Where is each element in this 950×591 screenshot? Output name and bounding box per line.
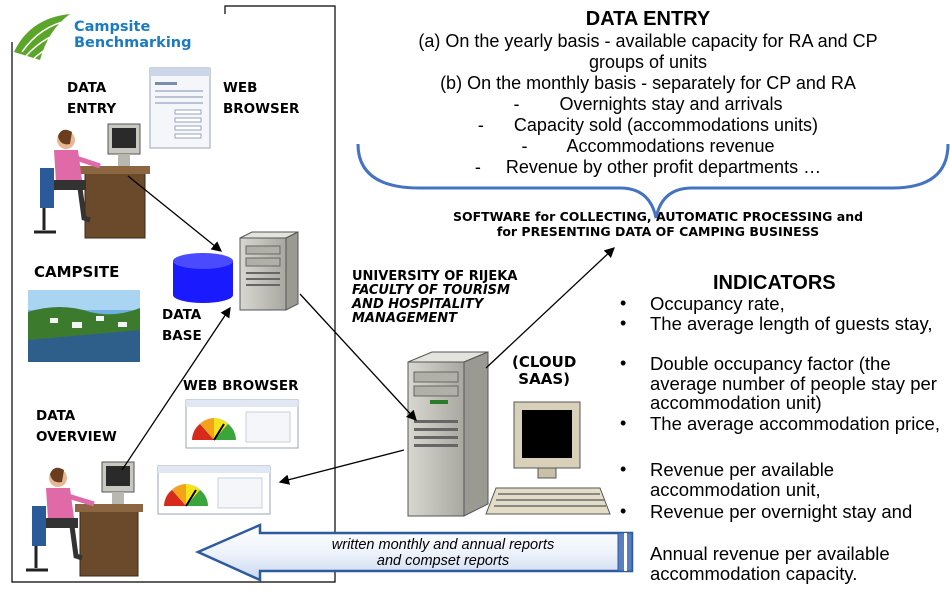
person-at-desk-icon-bottom (26, 461, 143, 577)
web-browser-label-bottom: WEB BROWSER (183, 378, 299, 394)
dashboard-gauge-thumbnail-2 (157, 465, 271, 515)
indicator-item: Annual revenue per available accommodati… (650, 543, 890, 584)
data-entry-line: - Capacity sold (accommodations units) (477, 115, 819, 135)
data-entry-title: DATA ENTRY (585, 8, 711, 30)
indicators-title: INDICATORS (713, 272, 836, 294)
data-entry-block: DATA ENTRY (a) On the yearly basis - ava… (346, 8, 950, 178)
bullet-icon: • (620, 413, 627, 433)
reports-caption: written monthly and annual reports and c… (331, 537, 555, 569)
data-entry-line: - Revenue by other profit departments … (474, 157, 822, 177)
computer-monitor-icon (485, 401, 611, 515)
indicator-item: The average accommodation price, (650, 413, 940, 434)
indicator-item: Occupancy rate, (650, 293, 785, 314)
server-icon-large (407, 351, 489, 517)
logo-line-1: Campsite (74, 19, 151, 35)
left-panel-frame (11, 5, 336, 583)
data-entry-line: - Overnights stay and arrivals (513, 94, 783, 114)
reports-arrow (194, 523, 634, 582)
data-entry-line: (a) On the yearly basis - available capa… (418, 31, 878, 51)
bullet-icon: • (620, 459, 627, 479)
bullet-icon: • (620, 501, 627, 521)
data-entry-line: groups of units (588, 52, 708, 72)
flow-arrows (121, 175, 615, 485)
server-icon-small (239, 231, 299, 311)
logo-line-2: Benchmarking (74, 35, 192, 51)
logo: Campsite Benchmarking (74, 19, 192, 51)
indicator-item: Revenue per overnight stay and (650, 501, 913, 522)
software-caption: SOFTWARE for COLLECTING, AUTOMATIC PROCE… (452, 209, 864, 239)
cloud-saas-label: (CLOUD SAAS) (512, 353, 577, 388)
university-label: UNIVERSITY OF RIJEKA FACULTY OF TOURISM … (352, 269, 518, 326)
data-entry-line: - Accommodations revenue (521, 136, 775, 156)
indicator-item: Revenue per available accommodation unit… (650, 459, 835, 500)
browser-screenshot-icon (149, 67, 211, 149)
bullet-icon: • (620, 353, 627, 373)
bullet-icon: • (620, 293, 627, 313)
dashboard-gauge-thumbnail-1 (185, 399, 299, 449)
database-icon (173, 253, 233, 303)
campsite-logo-icon (14, 14, 73, 61)
bullet-icon: • (620, 313, 627, 333)
indicator-item: The average length of guests stay, (650, 313, 933, 334)
indicator-item: Double occupancy factor (the average num… (650, 353, 937, 413)
person-at-desk-icon-top (34, 123, 150, 239)
campsite-photo (28, 290, 140, 362)
campsite-label: CAMPSITE (34, 263, 120, 281)
data-entry-line: (b) On the monthly basis - separately fo… (440, 73, 856, 93)
curly-brace (356, 143, 950, 219)
